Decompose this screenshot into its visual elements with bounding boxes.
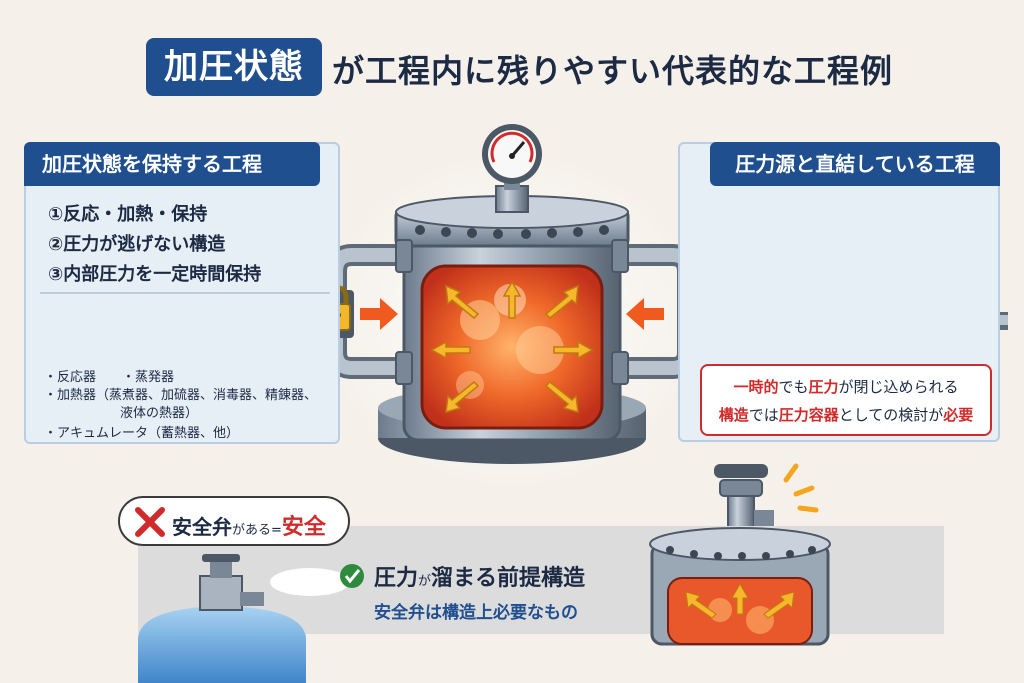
pressure-gauge-icon: [482, 124, 542, 190]
pressure-arrows: [430, 280, 594, 414]
warning-line-2: 構造では圧力容器としての検討が必要: [718, 406, 974, 424]
bullet-reactor: ・反応器: [44, 370, 97, 385]
warning-line-1: 一時的でも圧力が閉じ込められる: [733, 378, 959, 396]
alert-burst-icon: [783, 463, 819, 513]
bullet-evaporator: ・蒸発器: [122, 370, 175, 385]
warning-box: 一時的でも圧力が閉じ込められる 構造では圧力容器としての検討が必要: [700, 364, 992, 436]
inflow-arrows: [360, 298, 664, 330]
bottom-headline: 圧力が溜まる前提構造: [374, 566, 586, 591]
right-panel-header: 圧力源と直結している工程: [710, 142, 1000, 186]
left-panel-header: 加圧状態を保持する工程: [24, 142, 320, 186]
vessel-lid: [394, 185, 630, 248]
vessel-body: [402, 238, 622, 442]
left-panel: 加圧状態を保持する工程 ①反応・加熱・保持 ②圧力が逃げない構造 ③内部圧力を一…: [24, 142, 340, 444]
page-title: 加圧状態 が工程内に残りやすい代表的な工程例: [0, 38, 1024, 102]
step-1: ①反応・加熱・保持: [48, 204, 208, 225]
pipe-flanges: [395, 239, 629, 385]
step-3: ③内部圧力を一定時間保持: [48, 264, 262, 285]
title-badge: 加圧状態: [146, 38, 322, 96]
left-panel-divider: [40, 292, 330, 294]
step-2: ②圧力が逃げない構造: [48, 234, 226, 255]
bullet-heater: ・加熱器（蒸煮器、加硫器、消毒器、精錬器、: [44, 388, 318, 403]
title-text: が工程内に残りやすい代表的な工程例: [332, 52, 894, 90]
bullet-accumulator: ・アキュムレータ（蓄熱器、他）: [44, 426, 240, 441]
bottom-subline: 安全弁は構造上必要なもの: [374, 603, 578, 623]
bubble-text: 安全弁がある=安全: [172, 515, 326, 540]
bullet-heater-cont: 液体の熱器）: [120, 406, 199, 421]
cross-icon: [135, 507, 165, 537]
speech-bubble: 安全弁がある=安全: [118, 496, 350, 546]
